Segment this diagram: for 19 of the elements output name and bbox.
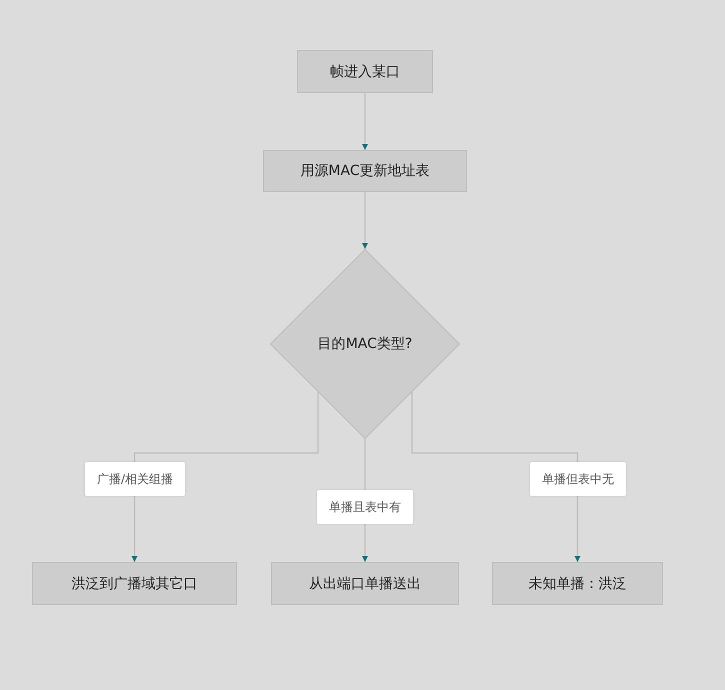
process-box [263, 150, 467, 192]
process-box [271, 562, 459, 605]
arrow [362, 93, 368, 150]
box-label: 未知单播：洪泛 [528, 574, 626, 592]
arrow [362, 192, 368, 249]
arrow [411, 392, 580, 562]
box-label: 洪泛到广播域其它口 [72, 574, 198, 592]
box-label: 用源MAC更新地址表 [300, 162, 430, 180]
edge-label: 单播但表中无 [530, 462, 626, 496]
process-box [492, 562, 663, 605]
edge-label: 单播且表中有 [317, 490, 413, 524]
box-label: 帧进入某口 [330, 62, 400, 80]
process-box [32, 562, 237, 605]
edge-label: 广播/相关组播 [84, 462, 186, 496]
box-label: 从出端口单播送出 [309, 574, 421, 592]
decision-diamond [270, 249, 460, 439]
arrow [132, 392, 319, 562]
decision-label: 目的MAC类型? [318, 335, 412, 353]
process-box [297, 50, 433, 93]
